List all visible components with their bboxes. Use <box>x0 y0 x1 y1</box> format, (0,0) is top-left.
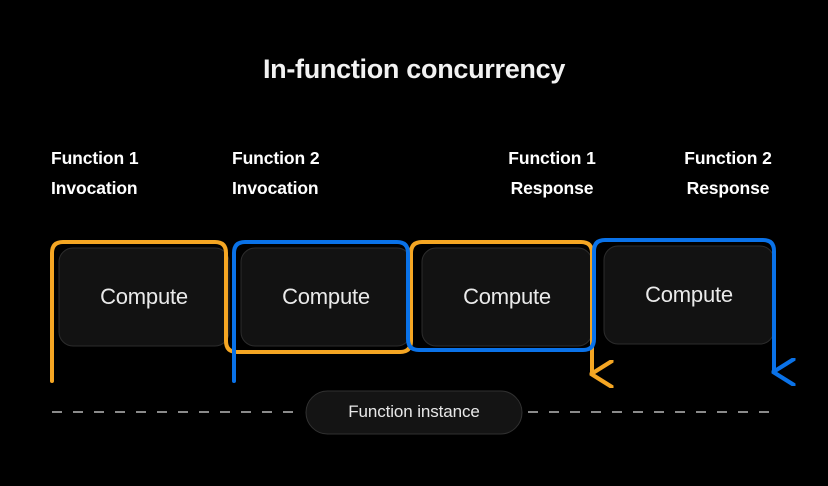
bracket-blue-1 <box>232 238 774 381</box>
label-function-1-response: Function 1 Response <box>508 148 596 198</box>
compute-box-2-label: Compute <box>282 284 370 309</box>
function-instance-pill <box>305 390 523 435</box>
compute-box-4-label: Compute <box>645 282 733 307</box>
function-instance-pill-label: Function instance <box>348 402 480 421</box>
function-instance-timeline <box>52 390 778 435</box>
compute-box-1-label: Compute <box>100 284 188 309</box>
compute-box-3-label: Compute <box>463 284 551 309</box>
label-function-1-invocation: Function 1 Invocation <box>51 148 139 198</box>
label-function-2-invocation: Function 2 Invocation <box>232 148 320 198</box>
label-function-2-response: Function 2 Response <box>684 148 772 198</box>
bracket-orange-1 <box>50 240 592 381</box>
compute-box-1-panel <box>58 247 230 347</box>
page-title: In-function concurrency <box>262 54 566 84</box>
